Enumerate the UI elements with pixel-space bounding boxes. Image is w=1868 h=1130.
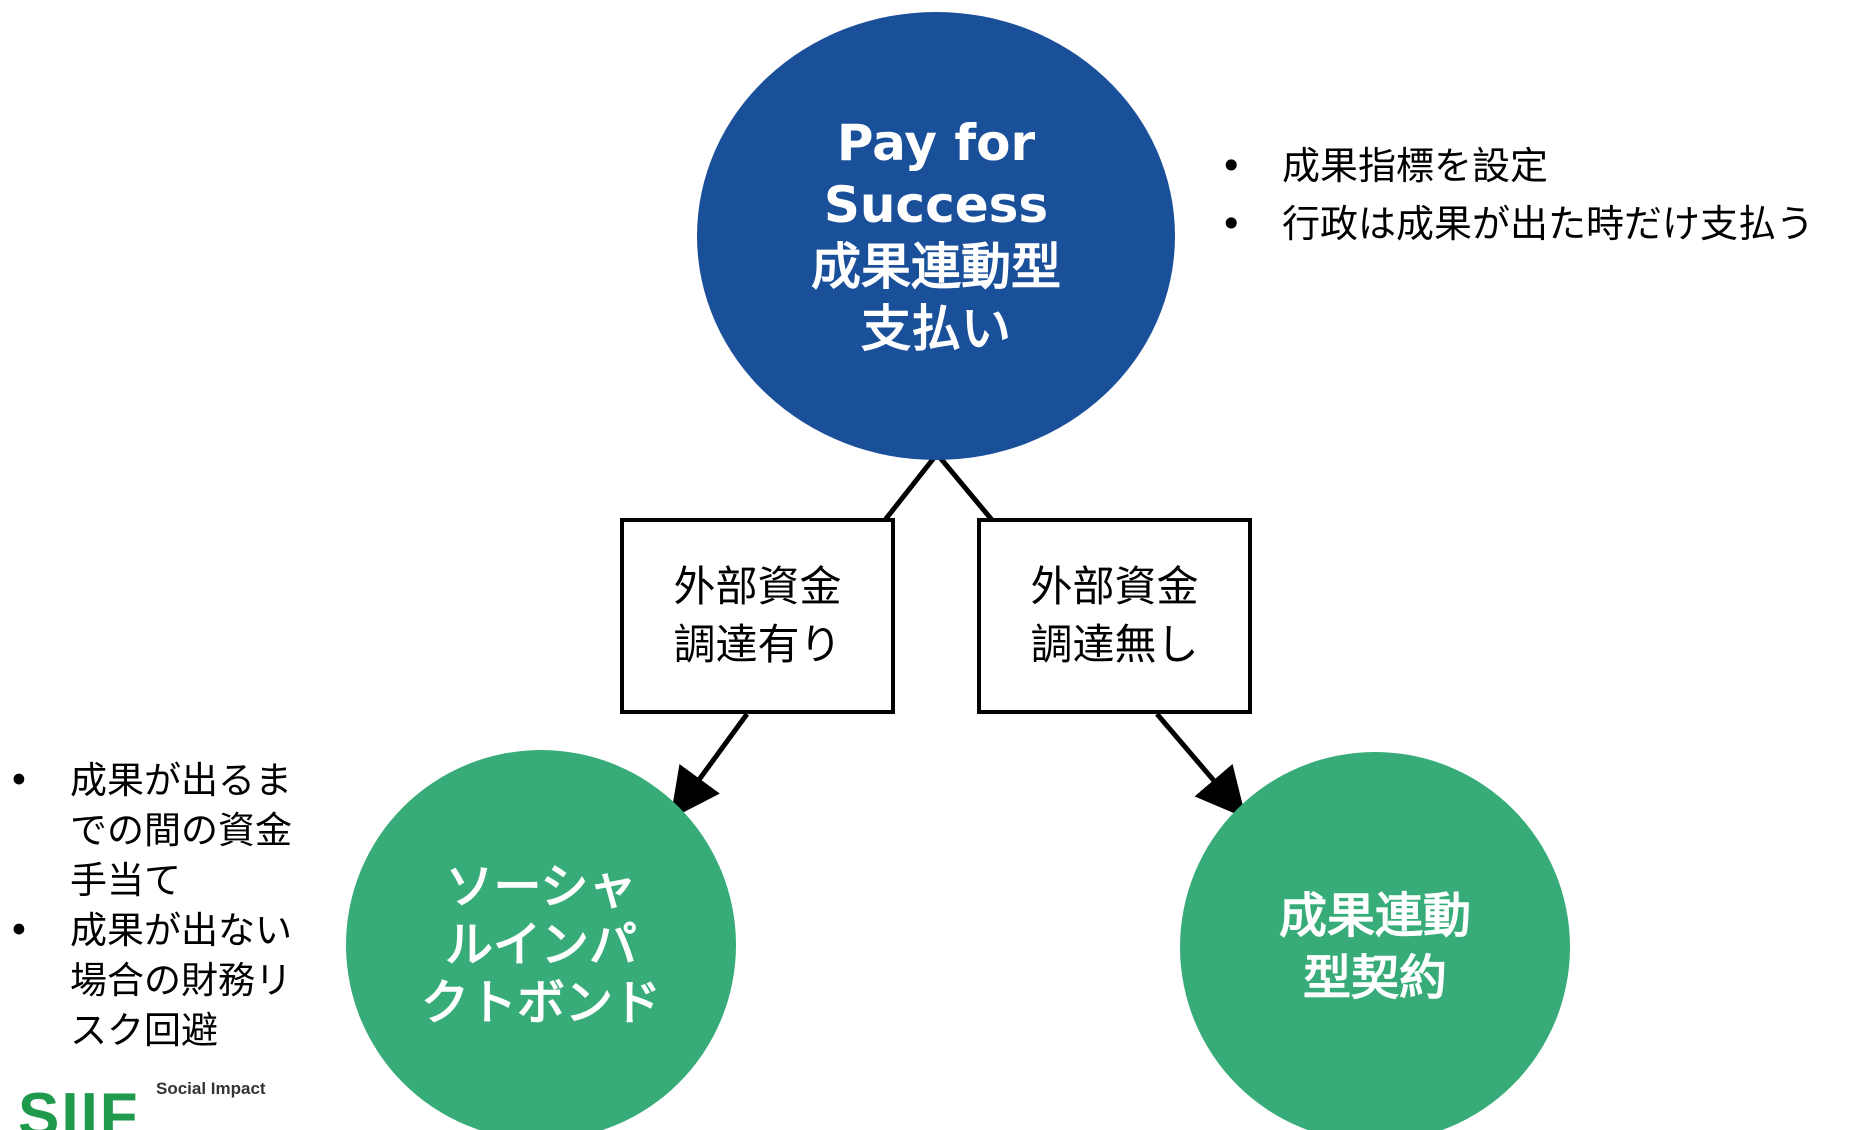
note-line: 手当て: [70, 859, 181, 902]
pay-for-success-line-4: 支払い: [861, 300, 1011, 358]
connector-top-to-left-box: [883, 452, 939, 522]
pay-for-success-line-3: 成果連動型: [811, 238, 1061, 296]
siif-logo: SIIF Social Impact: [18, 1075, 318, 1130]
note-line: 成果が出るま: [70, 759, 292, 802]
pay-for-success-line-2: Success: [823, 176, 1049, 234]
pay-for-success-line-1: Pay for: [836, 114, 1036, 172]
note-item: 成果が出ない 場合の財務リ スク回避: [0, 906, 330, 1056]
note-item: 成果指標を設定: [1212, 137, 1868, 195]
social-impact-bond-line-1: ソーシャ: [445, 859, 637, 915]
note-line: 場合の財務リ: [70, 959, 292, 1002]
box-line-1: 外部資金: [673, 562, 842, 611]
social-impact-bond-notes: 成果が出るま での間の資金 手当て 成果が出ない 場合の財務リ スク回避: [0, 756, 330, 1056]
box-line-2: 調達有り: [673, 620, 842, 669]
note-item: 行政は成果が出た時だけ支払う: [1212, 195, 1868, 253]
arrow-right-box-to-contract: [1155, 712, 1246, 819]
pay-for-success-node: Pay for Success 成果連動型 支払い: [697, 12, 1175, 460]
logo-mark: SIIF: [18, 1081, 140, 1130]
social-impact-bond-node: ソーシャ ルインパ クトボンド: [346, 750, 736, 1130]
external-funding-yes-box: 外部資金 調達有り: [620, 518, 895, 714]
social-impact-bond-line-3: クトボンド: [420, 975, 661, 1031]
note-line: 成果が出ない: [70, 909, 292, 952]
connector-top-to-right-box: [935, 452, 994, 522]
external-funding-no-box: 外部資金 調達無し: [977, 518, 1252, 714]
outcome-contract-line-2: 型契約: [1302, 950, 1447, 1006]
logo-text: Social Impact: [156, 1079, 266, 1098]
social-impact-bond-line-2: ルインパ: [444, 917, 637, 973]
note-line: スク回避: [70, 1009, 218, 1052]
outcome-based-contract-node: 成果連動 型契約: [1180, 752, 1570, 1130]
arrow-left-box-to-bond: [670, 712, 750, 820]
outcome-contract-line-1: 成果連動: [1278, 888, 1471, 944]
note-line: での間の資金: [70, 809, 292, 852]
note-text: 行政は成果が出た時だけ支払う: [1282, 202, 1815, 246]
box-line-2: 調達無し: [1030, 620, 1199, 669]
box-line-1: 外部資金: [1030, 562, 1199, 611]
note-text: 成果指標を設定: [1282, 144, 1549, 188]
pay-for-success-notes: 成果指標を設定 行政は成果が出た時だけ支払う: [1212, 137, 1868, 253]
note-item: 成果が出るま での間の資金 手当て: [0, 756, 330, 906]
